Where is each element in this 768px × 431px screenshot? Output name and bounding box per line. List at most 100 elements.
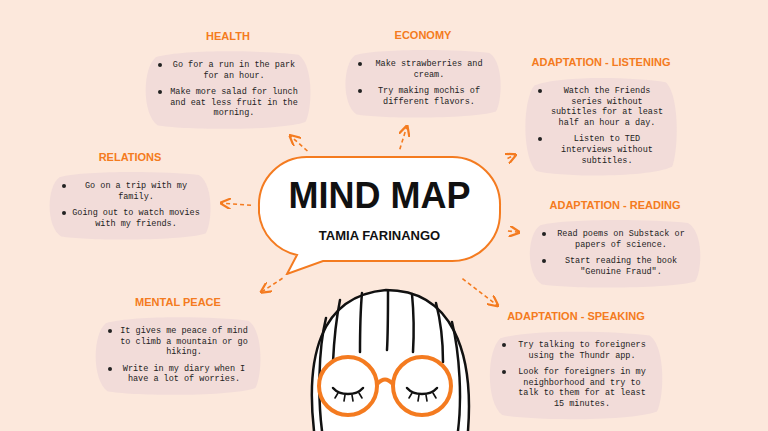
bullet-dot: [62, 184, 66, 188]
bullet-text: Try talking to foreigners using the Thun…: [518, 340, 646, 361]
blob-body: Go for a run in the park for an hour. Mak…: [142, 49, 314, 131]
bullet-text: Go for a run in the park for an hour.: [173, 60, 295, 81]
dashed-arrow: [508, 231, 518, 232]
bullet-item: Go for a run in the park for an hour.: [156, 60, 300, 81]
bullet-dot: [538, 89, 542, 93]
bullet-text: It gives me peace of mind to climb a mou…: [120, 326, 248, 357]
blob-body: Watch the Friends series without subtitl…: [522, 75, 680, 178]
hair-outline: [312, 290, 469, 431]
speech-bubble: [257, 155, 502, 275]
glasses-bridge: [377, 380, 393, 385]
bullet-item: Make more salad for lunch and eat less f…: [156, 87, 300, 119]
bullet-dot: [502, 343, 506, 347]
bullet-dot: [108, 329, 112, 333]
bullet-item: Start reading the book "Genuine Fraud".: [540, 256, 690, 277]
bullet-dot: [158, 90, 162, 94]
bullet-item: Write in my diary when I have a lot of w…: [106, 364, 250, 385]
bullet-text: Listen to TED interviews without subtitl…: [561, 134, 653, 165]
topic-heading: ECONOMY: [342, 29, 504, 42]
blob-fill: [50, 172, 211, 239]
bullet-item: Try making mochis of different flavors.: [356, 86, 490, 107]
bullet-item: Try talking to foreigners using the Thun…: [500, 340, 652, 361]
dashed-arrow: [400, 127, 407, 149]
glasses: [319, 357, 451, 415]
topic-blob: RELATIONS Go on a trip with my family. Goi…: [46, 151, 214, 241]
hair-strand: [412, 294, 414, 352]
bullet-text: Start reading the book "Genuine Fraud".: [565, 256, 677, 277]
topic-blob: ADAPTATION - LISTENING Watch the Friends …: [522, 56, 680, 178]
blob-body: Read poems on Substack or papers of scie…: [526, 218, 704, 289]
hair-strand: [387, 291, 388, 350]
topic-blob: ADAPTATION - SPEAKING Try talking to fore…: [486, 310, 666, 422]
hair-strand: [452, 322, 460, 431]
bullet-item: Going out to watch movies with my friend…: [60, 208, 200, 229]
hair-strand: [360, 293, 362, 352]
bullet-item: Go on a trip with my family.: [60, 181, 200, 202]
eyelashes: [409, 393, 436, 401]
blob-body: Go on a trip with my family. Going out to…: [46, 170, 214, 241]
bullet-text: Try making mochis of different flavors.: [378, 86, 480, 107]
topic-heading: ADAPTATION - SPEAKING: [486, 310, 666, 323]
topic-heading: RELATIONS: [46, 151, 214, 164]
dashed-arrow: [222, 203, 251, 205]
bullet-dot: [542, 232, 546, 236]
blob-shape: [46, 170, 214, 241]
blob-fill: [146, 51, 311, 129]
topic-heading: MENTAL PEACE: [92, 296, 264, 309]
topic-heading: ADAPTATION - LISTENING: [522, 56, 680, 69]
central-bubble: MIND MAP TAMIA FARINANGO: [257, 155, 502, 275]
bullet-item: Look for foreigners in my neighborhood a…: [500, 367, 652, 409]
bubble-content: MIND MAP TAMIA FARINANGO: [257, 155, 502, 243]
bullet-text: Look for foreigners in my neighborhood a…: [518, 367, 646, 409]
dashed-arrow: [262, 278, 282, 291]
bullet-dot: [358, 62, 362, 66]
blob-fill: [490, 332, 662, 420]
bullet-item: Watch the Friends series without subtitl…: [536, 86, 666, 128]
blob-fill: [525, 78, 676, 176]
bullet-item: Listen to TED interviews without subtitl…: [536, 134, 666, 166]
topic-blob: MENTAL PEACE It gives me peace of mind to…: [92, 296, 264, 397]
glasses-lens: [319, 357, 377, 415]
topic-heading: HEALTH: [142, 30, 314, 43]
bullet-text: Make more salad for lunch and eat less f…: [170, 87, 298, 118]
hair-strand: [333, 300, 340, 362]
blob-shape: [526, 218, 704, 289]
bullet-text: Watch the Friends series without subtitl…: [551, 86, 663, 128]
bullet-text: Going out to watch movies with my friend…: [72, 208, 200, 229]
blob-fill: [530, 220, 701, 287]
girl-drawing: [312, 290, 469, 431]
bubble-outline: [259, 157, 500, 274]
dashed-arrow: [291, 136, 308, 151]
bullet-item: Read poems on Substack or papers of scie…: [540, 229, 690, 250]
topic-blob: HEALTH Go for a run in the park for an ho…: [142, 30, 314, 131]
hair-strand: [436, 303, 443, 362]
author-name: TAMIA FARINANGO: [319, 228, 440, 243]
blob-fill: [345, 50, 500, 117]
blob-shape: [342, 48, 504, 119]
bullet-dot: [542, 259, 546, 263]
blob-body: It gives me peace of mind to climb a mou…: [92, 315, 264, 397]
topic-blob: ECONOMY Make strawberries and cream. Try m…: [342, 29, 504, 119]
dashed-arrow: [462, 279, 497, 305]
main-title: MIND MAP: [289, 177, 471, 215]
bullet-dot: [502, 370, 506, 374]
topic-heading: ADAPTATION - READING: [526, 199, 704, 212]
dashed-arrow: [507, 155, 514, 158]
bullet-text: Write in my diary when I have a lot of w…: [123, 364, 245, 385]
bullet-dot: [538, 137, 542, 141]
blob-body: Make strawberries and cream. Try making m…: [342, 48, 504, 119]
eyelashes: [335, 393, 362, 401]
blob-body: Try talking to foreigners using the Thun…: [486, 329, 666, 422]
blob-fill: [96, 317, 261, 395]
bullet-dot: [158, 63, 162, 67]
bullet-dot: [62, 211, 66, 215]
topic-blob: ADAPTATION - READING Read poems on Substa…: [526, 199, 704, 289]
glasses-lens: [393, 357, 451, 415]
connector-group: [222, 127, 518, 305]
bullet-item: Make strawberries and cream.: [356, 59, 490, 80]
bullet-dot: [108, 367, 112, 371]
bullet-text: Go on a trip with my family.: [85, 181, 187, 202]
bullet-dot: [358, 89, 362, 93]
bullet-text: Read poems on Substack or papers of scie…: [557, 229, 685, 250]
